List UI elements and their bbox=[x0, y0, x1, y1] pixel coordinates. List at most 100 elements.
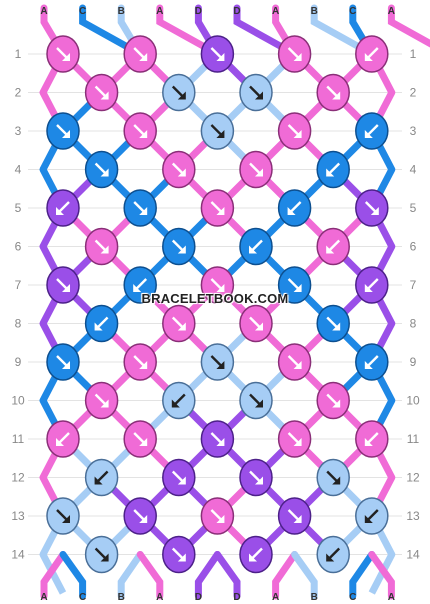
knot-arrow-icon bbox=[171, 399, 180, 408]
knot bbox=[316, 73, 350, 112]
knot-arrow-icon bbox=[216, 130, 225, 138]
knot-arrow-icon bbox=[177, 476, 186, 485]
knot bbox=[200, 420, 235, 458]
knot-arrow-icon bbox=[293, 53, 302, 61]
row-label-right: 6 bbox=[410, 240, 417, 254]
knot-arrow-icon bbox=[293, 284, 302, 292]
row-label-left: 1 bbox=[15, 47, 22, 61]
row-label-left: 9 bbox=[15, 355, 22, 369]
knot-arrow-icon bbox=[255, 476, 263, 485]
knot-arrow-icon bbox=[326, 553, 335, 562]
row-label-left: 3 bbox=[15, 124, 22, 138]
knot bbox=[123, 266, 157, 304]
thread-tail-top bbox=[310, 4, 376, 58]
knot-arrow-icon bbox=[216, 284, 225, 292]
knot-arrow-icon bbox=[216, 438, 225, 446]
knot bbox=[316, 535, 350, 574]
knot bbox=[355, 266, 389, 304]
knot-arrow-icon bbox=[100, 168, 109, 177]
knot-grid bbox=[46, 35, 389, 574]
knot bbox=[84, 150, 119, 189]
knot-arrow-icon bbox=[364, 515, 373, 523]
knot bbox=[46, 420, 80, 458]
thread-tail-bottom bbox=[194, 551, 221, 600]
knot-arrow-icon bbox=[56, 207, 64, 215]
thread-label-bottom: D bbox=[195, 592, 202, 603]
row-label-right: 3 bbox=[410, 124, 417, 138]
knot bbox=[200, 35, 235, 73]
thread-tail-bottom bbox=[59, 551, 87, 600]
knot-arrow-icon bbox=[332, 322, 341, 331]
knot bbox=[200, 266, 235, 304]
thread-label-top: A bbox=[272, 6, 279, 17]
thread-label-top: B bbox=[311, 6, 318, 17]
knot-arrow-icon bbox=[177, 91, 186, 100]
knot-arrow-icon bbox=[364, 130, 373, 138]
knot-arrow-icon bbox=[100, 91, 109, 100]
row-label-left: 4 bbox=[15, 163, 22, 177]
knot bbox=[162, 73, 196, 112]
thread-label-top: B bbox=[118, 6, 125, 17]
knot-arrow-icon bbox=[56, 438, 64, 446]
thread-tail-top bbox=[79, 4, 144, 58]
knot bbox=[239, 150, 273, 189]
thread-label-top: D bbox=[233, 6, 240, 17]
knot-arrow-icon bbox=[216, 361, 225, 369]
row-label-right: 9 bbox=[410, 355, 417, 369]
knot bbox=[84, 73, 119, 112]
knot-arrow-icon bbox=[100, 399, 109, 408]
knot-arrow-icon bbox=[62, 130, 70, 138]
knot bbox=[84, 535, 119, 574]
knot-arrow-icon bbox=[293, 130, 302, 138]
row-label-left: 14 bbox=[11, 548, 25, 562]
knot-arrow-icon bbox=[249, 553, 257, 562]
knot bbox=[84, 458, 119, 497]
thread-tail-bottom bbox=[213, 551, 241, 600]
thread-tail-top bbox=[156, 4, 221, 58]
row-label-right: 1 bbox=[410, 47, 417, 61]
thread-label-bottom: C bbox=[79, 592, 86, 603]
knot bbox=[355, 497, 389, 535]
knot-arrow-icon bbox=[62, 53, 70, 61]
knot-arrow-icon bbox=[326, 245, 335, 254]
knot-arrow-icon bbox=[249, 245, 257, 254]
row-label-right: 11 bbox=[407, 432, 420, 446]
knot-arrow-icon bbox=[255, 399, 263, 408]
knot bbox=[316, 150, 350, 189]
knot-arrow-icon bbox=[139, 438, 148, 446]
knot bbox=[239, 227, 273, 266]
row-label-left: 13 bbox=[11, 509, 25, 523]
knot bbox=[162, 458, 196, 497]
knot bbox=[277, 112, 312, 150]
knot bbox=[277, 420, 312, 458]
knot-arrow-icon bbox=[216, 207, 225, 215]
thread-label-top: A bbox=[156, 6, 163, 17]
row-label-right: 7 bbox=[410, 278, 417, 292]
knot-arrow-icon bbox=[364, 361, 373, 369]
knot bbox=[123, 189, 157, 227]
thread-label-top: A bbox=[388, 6, 395, 17]
knot-arrow-icon bbox=[332, 476, 341, 485]
thread-tail-bottom bbox=[291, 551, 318, 600]
row-label-left: 8 bbox=[15, 317, 22, 331]
knot-arrow-icon bbox=[133, 284, 142, 292]
knot-arrow-icon bbox=[139, 515, 148, 523]
knot bbox=[200, 497, 235, 535]
row-label-left: 11 bbox=[12, 432, 25, 446]
knot-arrow-icon bbox=[100, 245, 109, 254]
knot-arrow-icon bbox=[177, 553, 186, 562]
knot bbox=[46, 497, 80, 535]
knot-arrow-icon bbox=[255, 168, 263, 177]
knot bbox=[46, 343, 80, 381]
knot-arrow-icon bbox=[255, 322, 263, 331]
knot bbox=[239, 535, 273, 574]
knot bbox=[239, 458, 273, 497]
knot bbox=[123, 343, 157, 381]
knot bbox=[84, 381, 119, 420]
thread-label-bottom: B bbox=[118, 592, 125, 603]
knot-arrow-icon bbox=[370, 207, 379, 215]
knot bbox=[277, 497, 312, 535]
thread-tail-bottom bbox=[136, 551, 164, 600]
